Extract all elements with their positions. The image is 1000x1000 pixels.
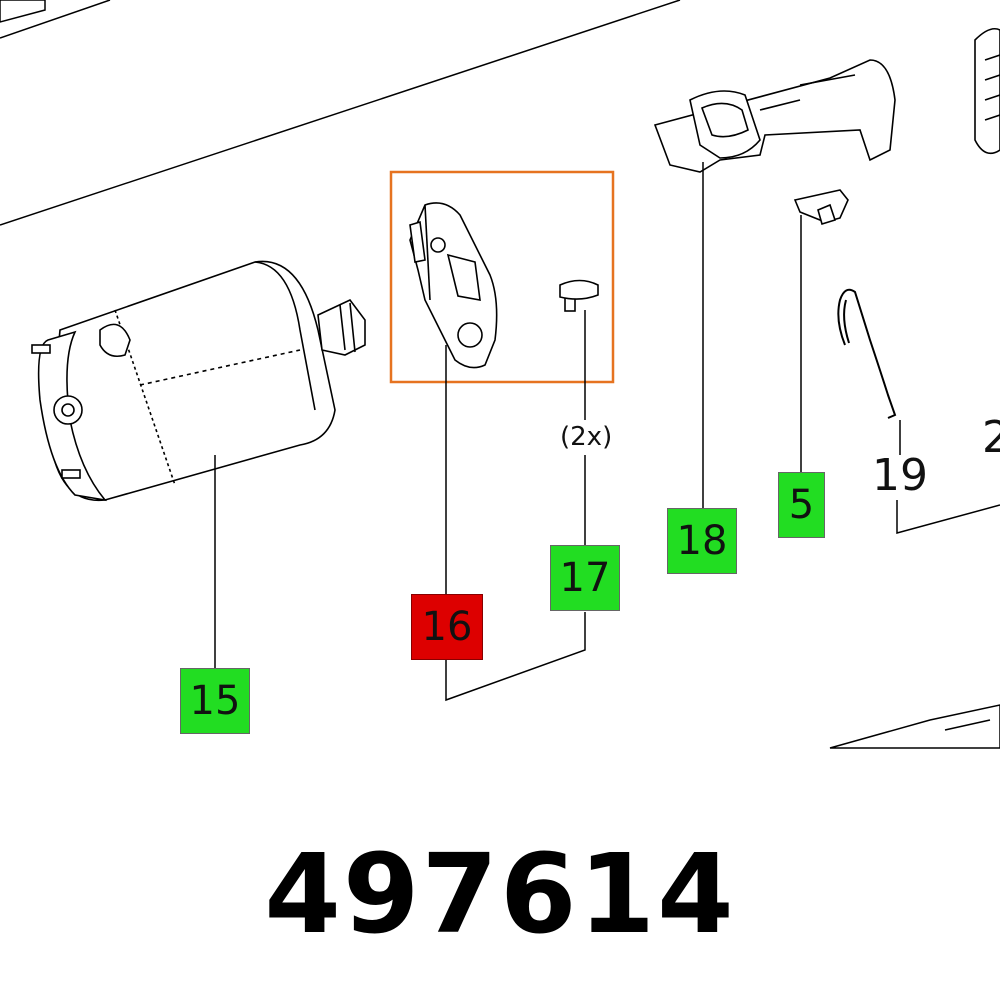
partial-fan-icon bbox=[974, 27, 1000, 155]
callout-16-selected[interactable]: 16 bbox=[411, 594, 483, 660]
callout-17[interactable]: 17 bbox=[550, 545, 620, 611]
clip-icon bbox=[793, 189, 849, 226]
motor-icon bbox=[31, 260, 366, 502]
callout-2-partial: 2 bbox=[982, 412, 1000, 463]
highlight-frame bbox=[389, 170, 615, 384]
switch-cover-icon bbox=[653, 59, 896, 173]
quantity-label-17: (2x) bbox=[560, 422, 613, 452]
part-number: 497614 bbox=[264, 830, 736, 958]
corner-mark bbox=[0, 0, 46, 23]
motor-plate-icon bbox=[409, 202, 498, 369]
callout-18[interactable]: 18 bbox=[667, 508, 737, 574]
partial-housing-icon bbox=[829, 704, 1000, 749]
leader-lines bbox=[214, 162, 1000, 702]
callout-19: 19 bbox=[872, 450, 928, 501]
callout-5[interactable]: 5 bbox=[778, 472, 825, 538]
screw-icon bbox=[559, 279, 599, 312]
callout-15[interactable]: 15 bbox=[180, 668, 250, 734]
housing-outline bbox=[0, 0, 681, 226]
spring-icon bbox=[837, 288, 897, 419]
